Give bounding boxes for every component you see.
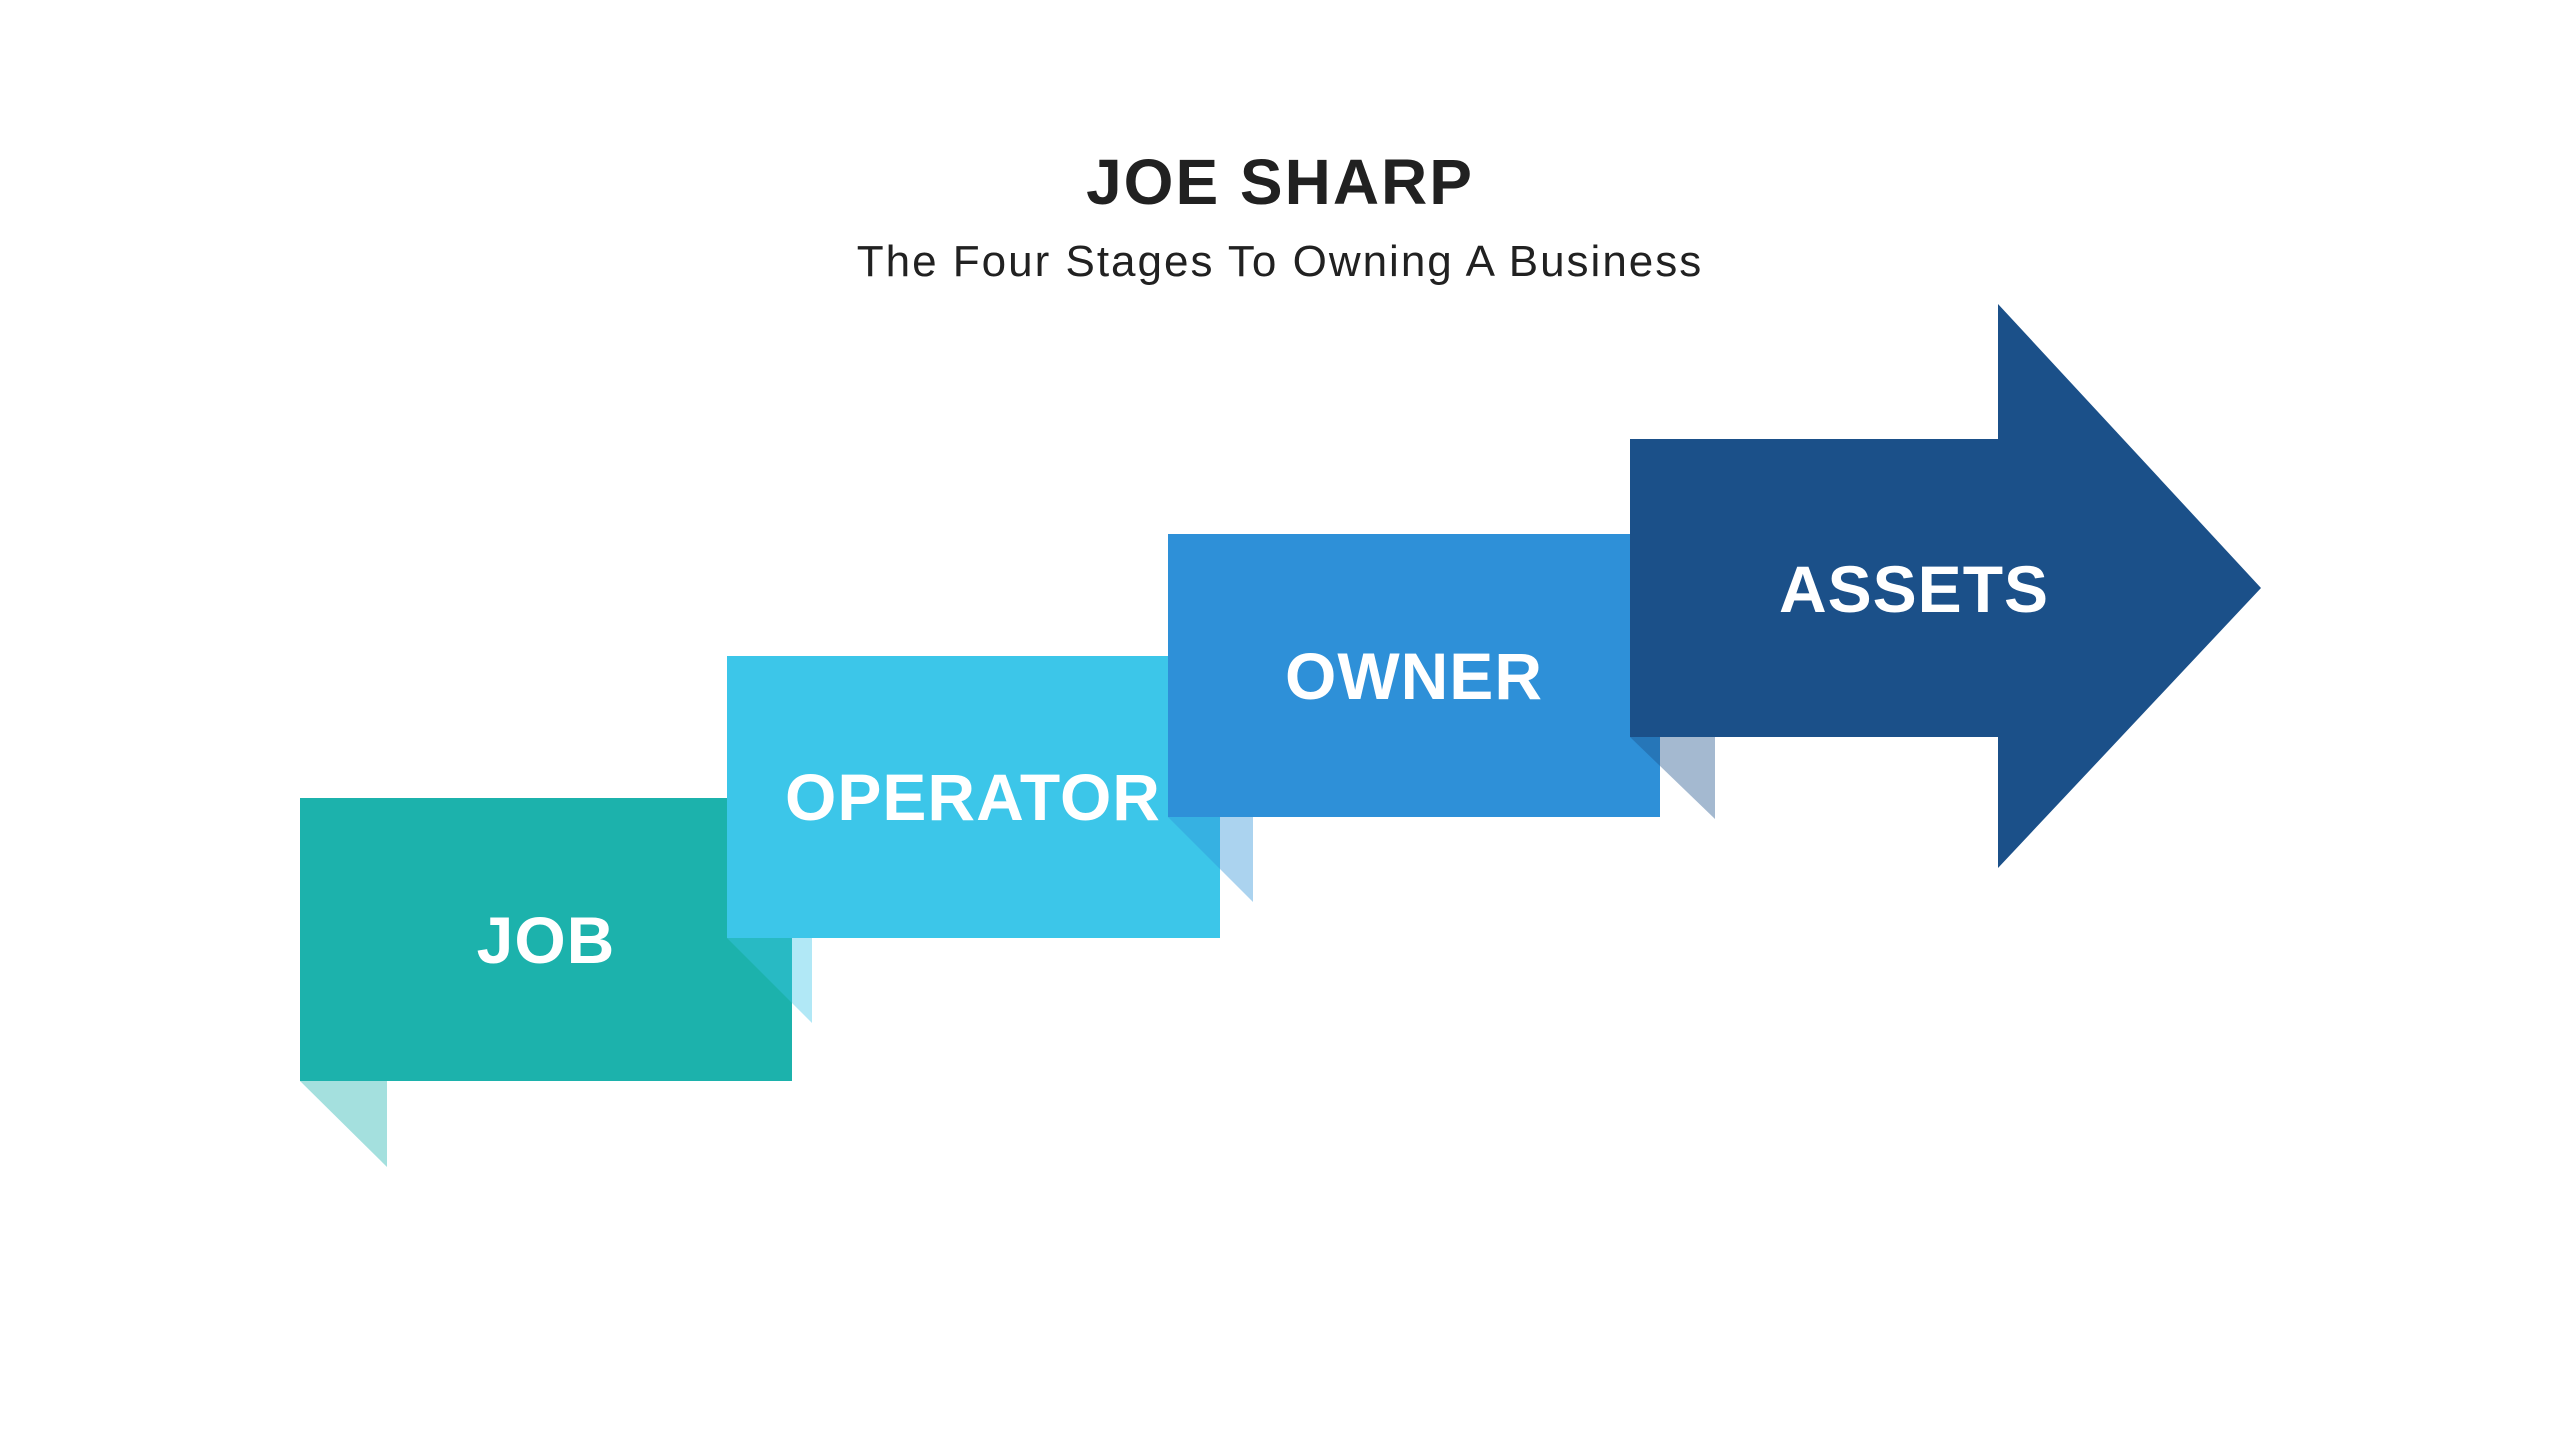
fold-triangle-operator: [727, 938, 812, 1023]
stage-label-assets: ASSETS: [1778, 552, 2050, 626]
stage-block-owner: [1168, 534, 1660, 817]
stage-block-operator: [727, 656, 1220, 938]
stage-label-job: JOB: [476, 903, 616, 977]
stage-arrow-assets: [1630, 304, 2261, 868]
fold-triangle-assets: [1630, 737, 1715, 819]
fold-triangle-owner: [1168, 817, 1253, 902]
page-subtitle: The Four Stages To Owning A Business: [856, 237, 1704, 286]
stage-block-job: [300, 798, 792, 1081]
stage-label-operator: OPERATOR: [785, 760, 1161, 834]
stage-label-owner: OWNER: [1285, 639, 1543, 713]
page-title: JOE SHARP: [1086, 146, 1474, 218]
fold-triangle-job: [300, 1081, 387, 1167]
